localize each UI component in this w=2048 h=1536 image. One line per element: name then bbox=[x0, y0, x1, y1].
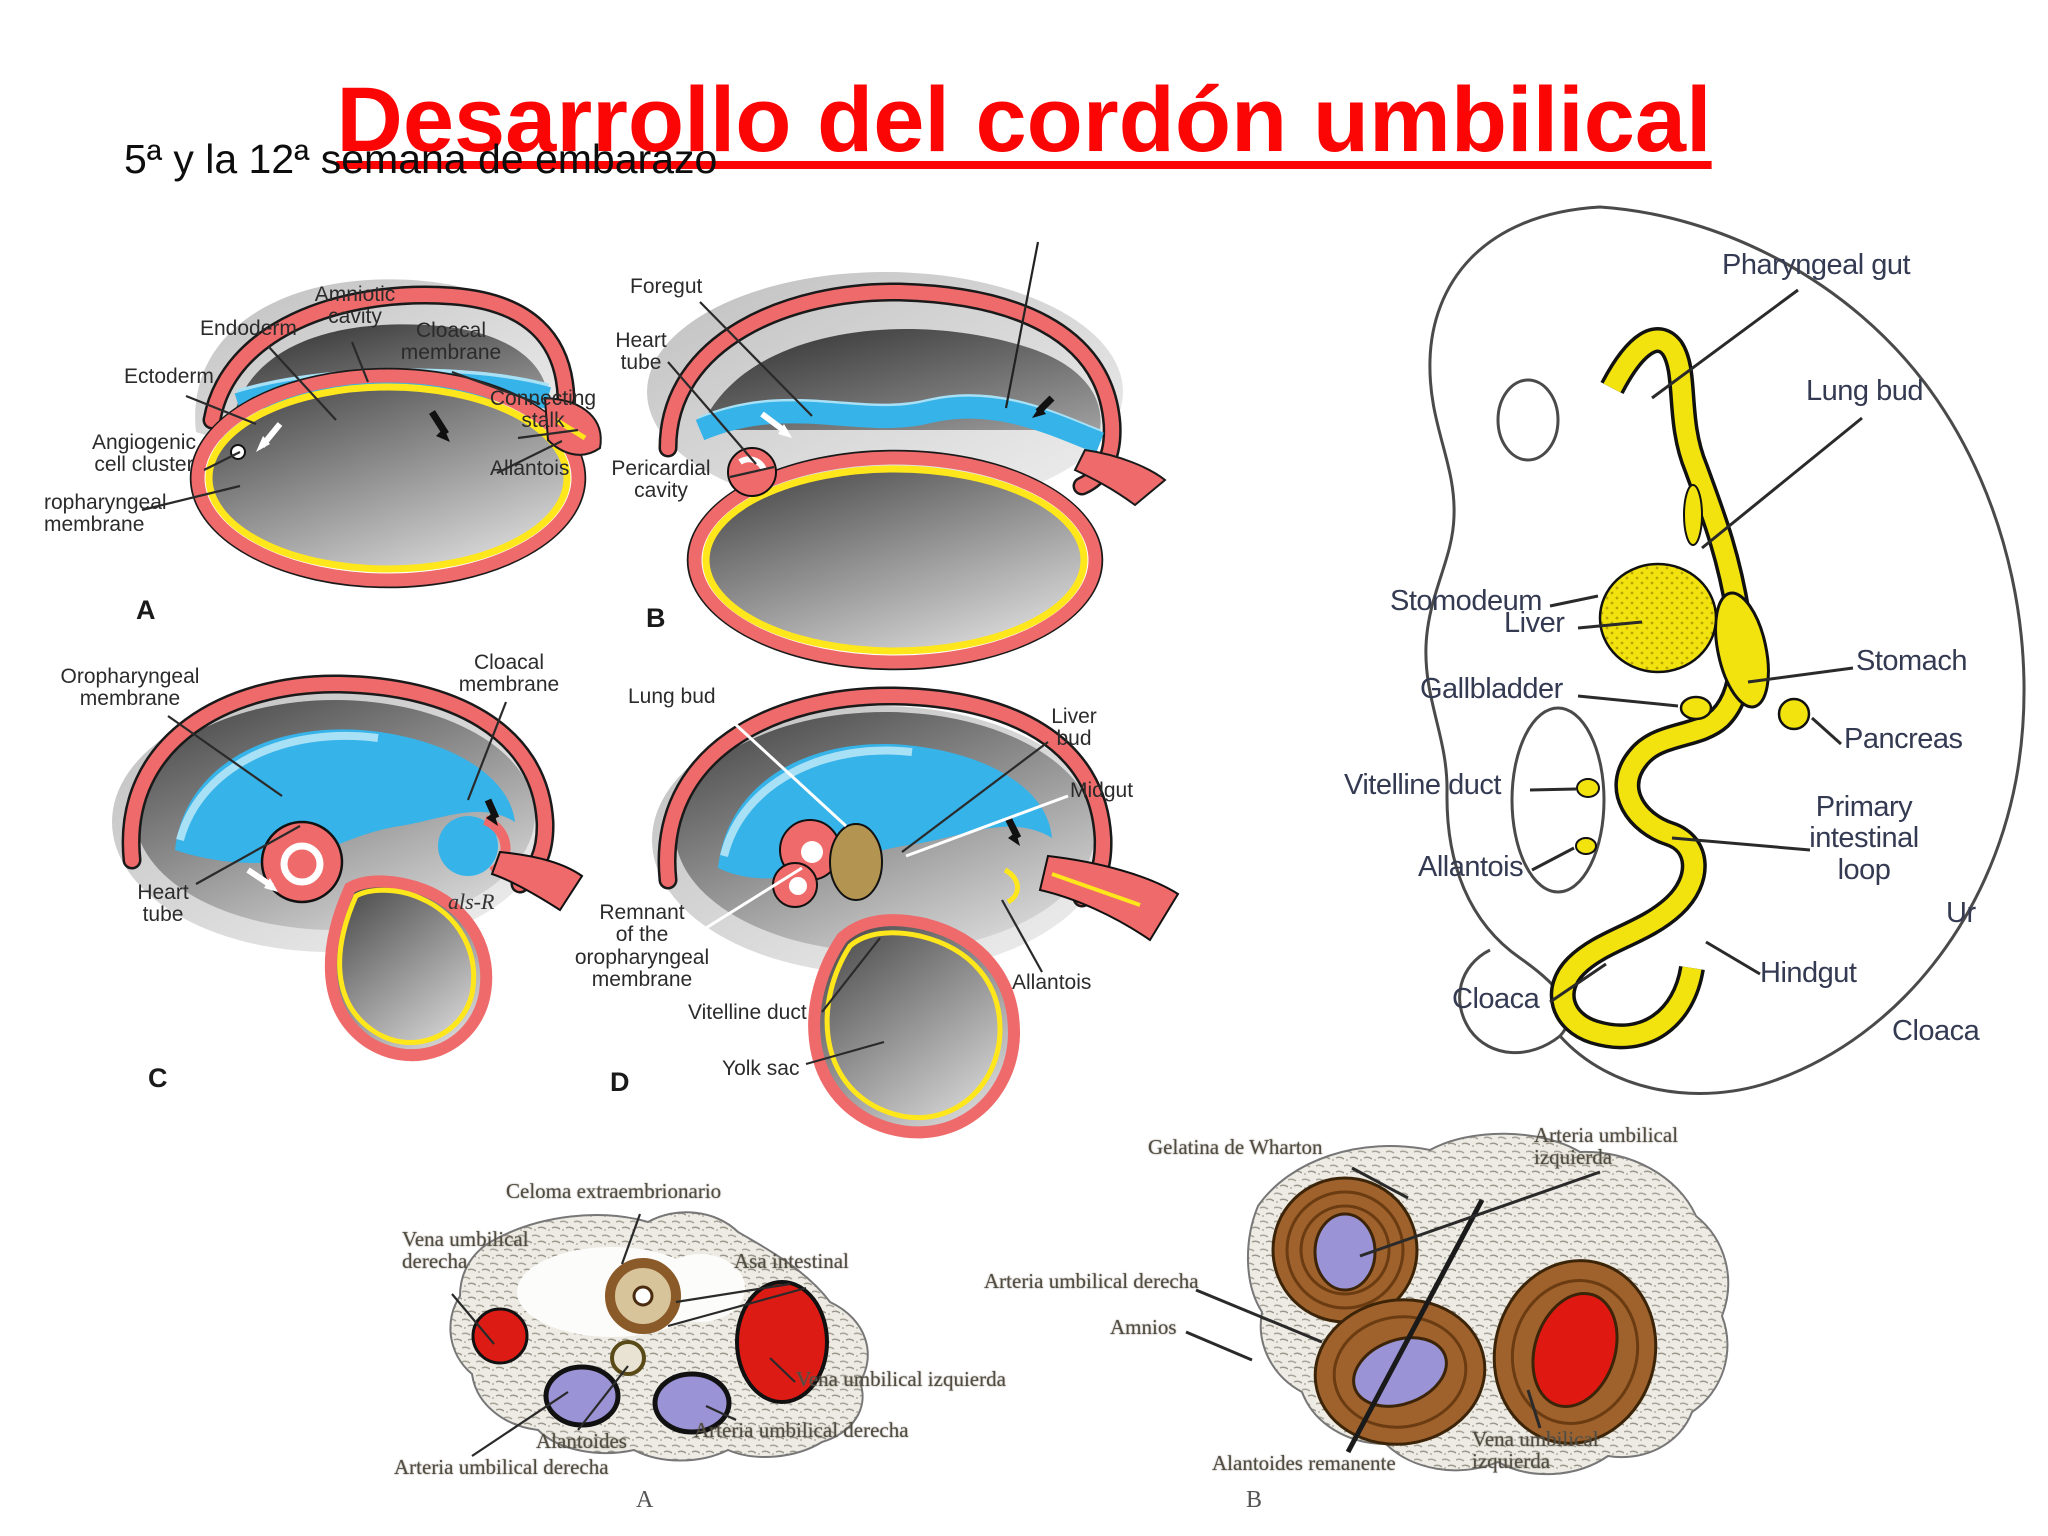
label-alantoides: Alantoides bbox=[536, 1429, 627, 1453]
panel-letter-a: A bbox=[136, 595, 156, 625]
label-endoderm: Endoderm bbox=[200, 317, 297, 340]
label-cloaca: Cloaca bbox=[1452, 983, 1540, 1015]
label-oropharyngeal-membrane-a: ropharyngeal membrane bbox=[44, 491, 167, 537]
cord-panel-letter-b: B bbox=[1246, 1487, 1263, 1513]
slide-subtitle: 5ª y la 12ª semana de embarazo bbox=[124, 136, 718, 182]
label-heart-tube-c: Heart tube bbox=[137, 881, 189, 927]
label-arteria-umbilical-izquierda: Arteria umbilical izquierda bbox=[1534, 1123, 1679, 1170]
label-stomach: Stomach bbox=[1856, 645, 1967, 677]
label-gelatina-de-wharton: Gelatina de Wharton bbox=[1148, 1135, 1323, 1159]
panel-d-embryo-drawing bbox=[652, 686, 1180, 1139]
panel-letter-c: C bbox=[148, 1063, 168, 1093]
label-arteria-umbilical-derecha-2: Arteria umbilical derecha bbox=[394, 1455, 609, 1479]
label-heart-tube-b: Heart tube bbox=[615, 329, 667, 375]
leader-lines bbox=[141, 288, 1863, 1457]
panel-letter-d: D bbox=[610, 1067, 630, 1097]
label-amniotic-cavity: Amniotic cavity bbox=[314, 283, 396, 329]
label-oropharyngeal-membrane-c: Oropharyngeal membrane bbox=[60, 665, 200, 711]
label-celoma-extraembrionario: Celoma extraembrionario bbox=[506, 1179, 722, 1203]
label-vitelline-duct-embryo: Vitelline duct bbox=[1344, 769, 1501, 801]
panel-b-embryo-drawing bbox=[647, 241, 1167, 671]
label-vena-umbilical-derecha: Vena umbilical derecha bbox=[402, 1227, 529, 1274]
embryo-gut-drawing bbox=[1424, 205, 2026, 1095]
label-lung-bud-embryo: Lung bud bbox=[1806, 375, 1923, 407]
label-connecting-stalk: Connecting stalk bbox=[489, 387, 597, 433]
label-remnant-oropharyngeal: Remnant of the oropharyngeal membrane bbox=[574, 901, 710, 991]
label-allantois-d: Allantois bbox=[1012, 971, 1092, 994]
label-liver: Liver bbox=[1504, 607, 1565, 639]
label-vena-umbilical-izquierda-a: Vena umbilical izquierda bbox=[796, 1367, 1006, 1391]
label-alantoides-remanente: Alantoides remanente bbox=[1212, 1451, 1396, 1475]
label-foregut: Foregut bbox=[630, 275, 703, 298]
cord-section-b-drawing bbox=[1246, 1132, 1730, 1476]
label-yolk-sac: Yolk sac bbox=[722, 1057, 800, 1080]
label-pharyngeal-gut: Pharyngeal gut bbox=[1722, 249, 1911, 281]
slide-title: Desarrollo del cordón umbilical bbox=[336, 68, 1712, 171]
label-urinary-clipped: Ur bbox=[1946, 897, 1976, 929]
label-lung-bud-d: Lung bud bbox=[628, 685, 716, 708]
label-cloaca-clipped: Cloaca bbox=[1892, 1015, 1980, 1047]
label-ectoderm: Ectoderm bbox=[124, 365, 214, 388]
panel-c-embryo-drawing bbox=[112, 674, 584, 1062]
label-asa-intestinal: Asa intestinal bbox=[734, 1249, 849, 1273]
label-allantois-a: Allantois bbox=[490, 457, 570, 480]
label-gallbladder: Gallbladder bbox=[1420, 673, 1563, 705]
label-stomodeum: Stomodeum bbox=[1390, 585, 1542, 617]
label-vena-umbilical-izquierda-b: Vena umbilical izquierda bbox=[1472, 1427, 1599, 1474]
label-midgut: Midgut bbox=[1070, 779, 1134, 802]
artist-signature: als-R bbox=[448, 889, 495, 914]
label-vitelline-duct-d: Vitelline duct bbox=[688, 1001, 807, 1024]
panel-letter-b: B bbox=[646, 603, 666, 633]
label-arteria-umbilical-derecha-b: Arteria umbilical derecha bbox=[984, 1269, 1199, 1293]
label-pericardial-cavity: Pericardial cavity bbox=[611, 457, 711, 503]
label-pancreas: Pancreas bbox=[1844, 723, 1963, 755]
label-cloacal-membrane-c: Cloacal membrane bbox=[458, 651, 560, 697]
label-cloacal-membrane-a: Cloacal membrane bbox=[400, 319, 502, 365]
cord-panel-letter-a: A bbox=[636, 1487, 654, 1513]
cord-section-a-drawing bbox=[449, 1211, 869, 1462]
label-hindgut: Hindgut bbox=[1760, 957, 1857, 989]
label-allantois-embryo: Allantois bbox=[1418, 851, 1524, 883]
label-amnios: Amnios bbox=[1110, 1315, 1177, 1339]
label-primary-intestinal-loop: Primary intestinal loop bbox=[1809, 791, 1919, 886]
panel-a-embryo-drawing bbox=[189, 279, 602, 589]
label-liver-bud: Liver bud bbox=[1051, 705, 1097, 751]
label-arteria-umbilical-derecha-1: Arteria umbilical derecha bbox=[694, 1418, 909, 1442]
label-angiogenic-cell-cluster: Angiogenic cell cluster bbox=[92, 431, 196, 477]
